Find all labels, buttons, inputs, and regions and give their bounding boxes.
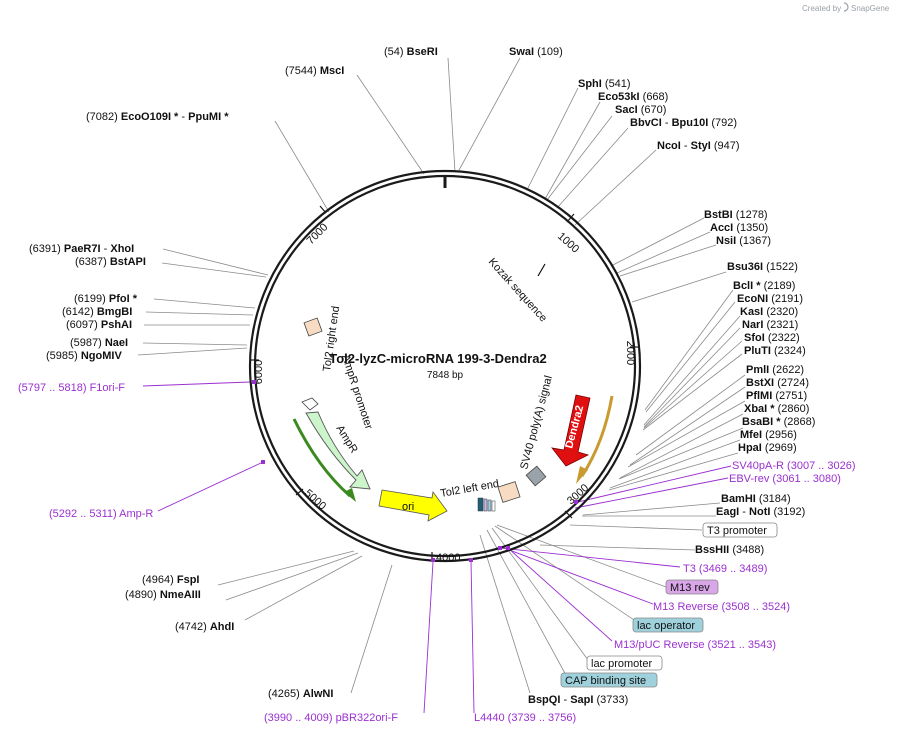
plasmid-length: 7848 bp: [427, 370, 464, 381]
dendra2-feature[interactable]: [551, 394, 591, 467]
t3-promoter-box[interactable]: [702, 522, 778, 538]
ori-feature[interactable]: [378, 489, 448, 522]
ampr-region-arc: [292, 418, 351, 498]
site-sphi[interactable]: SphI (541): [578, 78, 631, 90]
t3-promoter-label: T3 promoter: [707, 525, 767, 537]
primer-leader-lines: [142, 381, 732, 714]
kozak-label: Kozak sequence: [486, 256, 549, 324]
m13-rev-box[interactable]: [665, 579, 719, 595]
sv40-feature[interactable]: [525, 465, 547, 487]
primer-ebv-rev[interactable]: EBV-rev (3061 .. 3080): [729, 473, 841, 485]
lac-promoter-label: lac promoter: [591, 658, 652, 670]
tick-4000: 4000: [436, 552, 460, 564]
site-paer7i[interactable]: (6391) PaeR7I - XhoI: [29, 243, 134, 255]
site-ngomiv[interactable]: (5985) NgoMIV: [46, 350, 122, 362]
orange-region-arrowhead: [576, 466, 588, 484]
primer-marks: [252, 380, 578, 562]
site-naei[interactable]: (5987) NaeI: [70, 337, 128, 349]
ampr-region-arrowhead: [344, 488, 356, 502]
site-bstapi[interactable]: (6387) BstAPI: [75, 256, 146, 268]
site-saci[interactable]: SacI (670): [615, 104, 666, 116]
site-bspqi[interactable]: BspQI - SapI (3733): [528, 694, 628, 706]
cap-site-box[interactable]: [560, 672, 658, 688]
primer-labels: (5797 .. 5818) F1ori-F SV40pA-R (3007 ..…: [18, 382, 856, 724]
lac-operator-label: lac operator: [637, 620, 695, 632]
site-pmli[interactable]: PmlI (2622): [746, 364, 804, 376]
site-bmgbi[interactable]: (6142) BmgBI: [62, 306, 132, 318]
backbone-outer-ring: [248, 169, 642, 563]
site-acci[interactable]: AccI (1350): [710, 222, 768, 234]
site-ahdi[interactable]: (4742) AhdI: [175, 621, 234, 633]
site-eagi[interactable]: EagI - NotI (3192): [716, 506, 805, 518]
site-pfoi[interactable]: (6199) PfoI *: [74, 293, 138, 305]
site-econi[interactable]: EcoNI (2191): [737, 293, 803, 305]
site-pflmi[interactable]: PflMI (2751): [746, 390, 807, 402]
site-hpai[interactable]: HpaI (2969): [738, 442, 797, 454]
site-bcli[interactable]: BclI * (2189): [733, 280, 795, 292]
site-bsabi[interactable]: BsaBI * (2868): [742, 416, 815, 428]
tick-6000: 6000: [253, 360, 265, 384]
site-kasi[interactable]: KasI (2320): [740, 306, 798, 318]
site-nari[interactable]: NarI (2321): [742, 319, 798, 331]
primer-t3[interactable]: T3 (3469 .. 3489): [683, 563, 767, 575]
site-bsu36i[interactable]: Bsu36I (1522): [727, 261, 798, 273]
site-fspi[interactable]: (4964) FspI: [142, 574, 199, 586]
site-xbai[interactable]: XbaI * (2860): [744, 403, 809, 415]
ampr-promoter-feature[interactable]: [301, 397, 319, 411]
tick-7000: 7000: [305, 221, 331, 247]
primer-l4440[interactable]: L4440 (3739 .. 3756): [474, 712, 576, 724]
primer-f1ori-f[interactable]: (5797 .. 5818) F1ori-F: [18, 382, 125, 394]
site-pluti[interactable]: PluTI (2324): [744, 345, 806, 357]
restriction-sites: (54) BseRI SwaI (109) (7544) MscI SphI (…: [29, 46, 815, 706]
snapgene-brand-label: SnapGene: [851, 4, 890, 13]
site-nsii[interactable]: NsiI (1367): [716, 235, 771, 247]
primer-m13-puc-reverse[interactable]: M13/pUC Reverse (3521 .. 3543): [614, 639, 776, 651]
ori-label: ori: [402, 501, 414, 513]
site-eco53ki[interactable]: Eco53kI (668): [598, 91, 668, 103]
site-nmeaiii[interactable]: (4890) NmeAIII: [125, 589, 201, 601]
site-bseri[interactable]: (54) BseRI: [384, 46, 438, 58]
kozak-mark: [537, 263, 546, 277]
snapgene-logo-icon: [843, 2, 849, 12]
boxed-feature-labels: T3 promoter M13 rev lac operator lac pro…: [560, 522, 778, 688]
site-alwni[interactable]: (4265) AlwNI: [268, 688, 333, 700]
lac-promoter-box[interactable]: [586, 655, 663, 671]
cap-site-label: CAP binding site: [565, 675, 646, 687]
tick-2000: 2000: [624, 341, 636, 365]
site-bamhi[interactable]: BamHI (3184): [721, 493, 791, 505]
site-ncoi[interactable]: NcoI - StyI (947): [657, 140, 740, 152]
site-bstxi[interactable]: BstXI (2724): [746, 377, 809, 389]
tol2-right-feature[interactable]: [303, 317, 323, 337]
tol2-left-label: Tol2 left end: [439, 478, 500, 500]
primer-pbr322ori-f[interactable]: (3990 .. 4009) pBR322ori-F: [264, 712, 398, 724]
site-bstbi[interactable]: BstBI (1278): [704, 209, 768, 221]
plasmid-name: Tol2-lyzC-microRNA 199-3-Dendra2: [329, 351, 546, 366]
created-by-label: Created by: [802, 4, 841, 13]
tick-5000: 5000: [302, 487, 328, 512]
tol2-left-feature[interactable]: [497, 481, 521, 503]
site-bbvci[interactable]: BbvCI - Bpu10I (792): [630, 117, 737, 129]
small-features-cluster: [477, 497, 496, 512]
site-ecoo109i[interactable]: (7082) EcoO109I * - PpuMI *: [86, 111, 229, 123]
m13-rev-label: M13 rev: [670, 582, 710, 594]
site-msci[interactable]: (7544) MscI: [285, 65, 344, 77]
lac-operator-box[interactable]: [632, 617, 704, 633]
site-sfoi[interactable]: SfoI (2322): [744, 332, 800, 344]
orange-region-arc: [580, 395, 614, 477]
site-mfei[interactable]: MfeI (2956): [740, 429, 797, 441]
site-pshai[interactable]: (6097) PshAI: [66, 319, 132, 331]
primer-sv40pa-r[interactable]: SV40pA-R (3007 .. 3026): [732, 460, 856, 472]
leader-lines: [137, 57, 746, 694]
site-bsshii[interactable]: BssHII (3488): [695, 544, 764, 556]
site-swai[interactable]: SwaI (109): [509, 46, 563, 58]
sv40-label: SV40 poly(A) signal: [518, 374, 555, 470]
primer-amp-r[interactable]: (5292 .. 5311) Amp-R: [49, 508, 153, 520]
tick-3000: 3000: [565, 482, 591, 507]
ampr-feature[interactable]: [305, 411, 371, 490]
tick-1000: 1000: [555, 230, 581, 255]
primer-m13-reverse[interactable]: M13 Reverse (3508 .. 3524): [653, 601, 790, 613]
